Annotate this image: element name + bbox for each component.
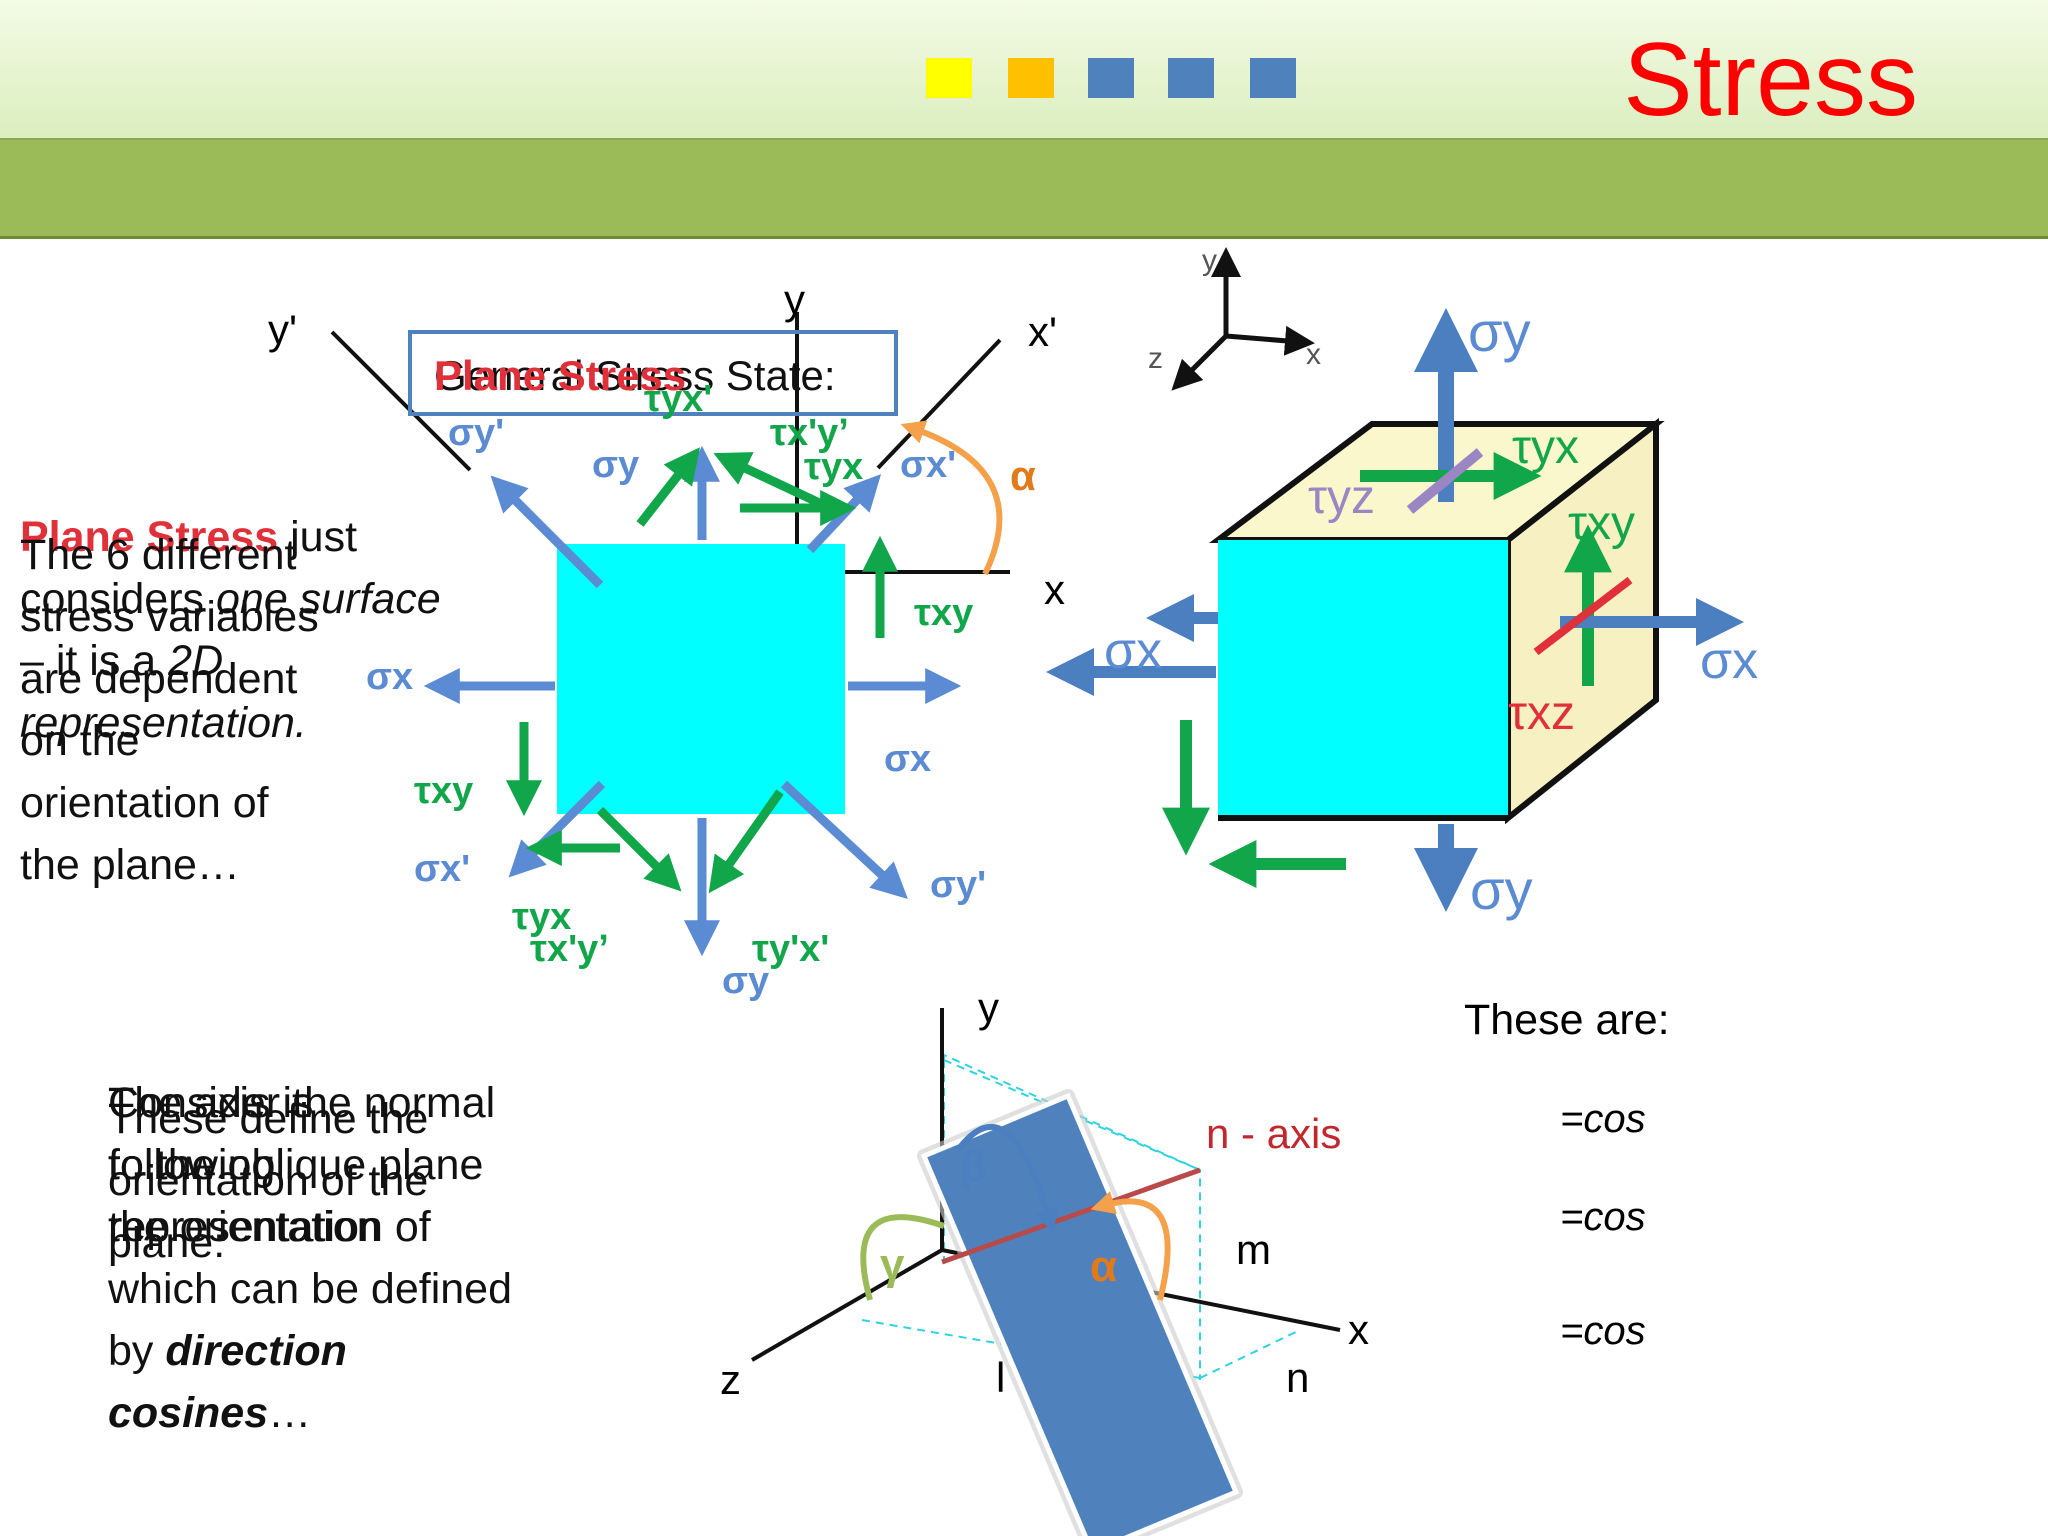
direction-cosine-3: =cos [1560,1309,1646,1353]
tau-yx-prime-label: τyx' [644,378,713,420]
plane-stress-highlight: Plane Stress [20,513,279,561]
text-line: by direction [108,1320,588,1382]
plane-stress-overlay: Plane Stress [434,352,687,399]
angle-alpha-label: α [1010,452,1036,499]
text-line: These define the [108,1095,429,1143]
tau-yz-label: τyz [1308,471,1375,524]
text-italic: one surface [215,575,441,623]
text-line: cosines… [108,1382,588,1444]
text-italic: representation. [20,699,307,747]
sigma-y-label: σy [1468,300,1531,363]
sigma-x-label: σx [884,738,932,780]
plane-stress-description: Plane Stress just considers one surface … [20,506,480,754]
y-axis-label: y [978,984,999,1031]
text-line: are dependent [20,655,298,703]
text-span: by [108,1327,166,1375]
x-axis-label: x [1348,1306,1369,1353]
these-are-heading: These are: [1464,996,1670,1044]
l-label: l [996,1354,1006,1401]
text-line: representation of [108,1203,431,1251]
tau-xz-label: τxz [1508,687,1575,740]
square-blue-icon [1088,58,1134,98]
text-line: to the oblique plane [108,1141,484,1189]
tau-xy-prime-label: τx'y’ [530,928,609,970]
text-line: which can be defined [108,1265,513,1313]
sigma-x-label: σx [1104,622,1163,680]
square-blue-icon [1168,58,1214,98]
tau-yx-label: τyx [512,896,572,938]
sigma-y-prime-label: σy' [930,864,987,906]
text-line: just [278,513,358,561]
text-span: … [268,1389,312,1437]
sigma-x-prime-label: σx' [414,848,471,890]
square-blue-icon [1250,58,1296,98]
direction-cosine-1: =cos [1560,1097,1646,1141]
text-bold: direction [165,1327,347,1375]
sigma-y-label: σy [592,444,640,486]
text-italic: 2D [168,637,224,685]
n-axis-label: n - axis [1206,1110,1342,1157]
tau-xy-prime-label: τx'y’ [770,412,849,454]
stress-state-box-label: General Stress State: [434,352,836,399]
sigma-y-prime-label: σy' [448,412,505,454]
beta-angle-label: β [960,1142,987,1191]
text-line: – it is a [20,637,169,685]
x-axis-label: x [1306,338,1321,371]
plane-stress-2d [330,312,1010,957]
text-line: stress variables [20,593,319,641]
axis-description: The axis is following the orientation [108,1072,588,1258]
tau-xy-label: τxy [414,770,474,812]
y-axis-label: y [1202,244,1217,277]
text-line: orientation of the [108,1157,429,1205]
sigma-x-prime-label: σx' [900,444,957,486]
text-line: on the [20,717,140,765]
tau-xy-label: τxy [914,592,974,634]
sigma-x-label: σx [1700,632,1759,690]
text-line: The 6 different [20,531,297,579]
y-prime-axis-label: y' [268,306,298,353]
tau-yx-label: τyx [1512,421,1579,474]
tau-xy-label: τxy [1568,497,1635,550]
gamma-angle-label: γ [880,1240,905,1289]
n-label: n [1286,1354,1310,1401]
y-axis-label: y [784,276,805,323]
text-line: orientation of [20,779,269,827]
z-axis-label: z [1148,342,1163,375]
square-orange-icon [1008,58,1054,98]
orientation-description: These define the orientation of the plan… [108,1088,588,1274]
x-axis-label: x [1044,566,1065,613]
stress-cube-3d [1046,247,1744,912]
direction-cosine-2: =cos [1560,1195,1646,1239]
text-line: following [108,1141,276,1189]
oblique-plane-description: Consider the normal to the oblique plane… [108,1072,588,1444]
sigma-x-label: σx [366,656,414,698]
stress-variables-description: The 6 different stress variables are dep… [20,524,440,896]
text-line: considers [20,575,216,623]
sigma-y-label: σy [1470,858,1533,921]
tau-yx-label: τyx [804,446,864,488]
alpha-angle-label: α [1090,1242,1118,1291]
text-bold: cosines [108,1389,269,1437]
sigma-y-label: σy [722,960,770,1002]
text-line: the orientation [108,1203,381,1251]
text-line: plane: [108,1219,226,1267]
oblique-plane-diagram [750,1008,1341,1536]
page-title: Stress [1623,22,1918,138]
header-band [0,140,2048,239]
text-line: The axis is [108,1079,314,1127]
m-label: m [1236,1226,1271,1273]
tau-y-prime-x-prime-label: τy'x' [752,928,830,970]
z-axis-label: z [720,1356,741,1403]
square-yellow-icon [926,58,972,98]
x-prime-axis-label: x' [1028,308,1058,355]
stress-element [557,544,845,814]
text-line: the plane… [20,841,240,889]
text-line: Consider the normal [108,1079,496,1127]
